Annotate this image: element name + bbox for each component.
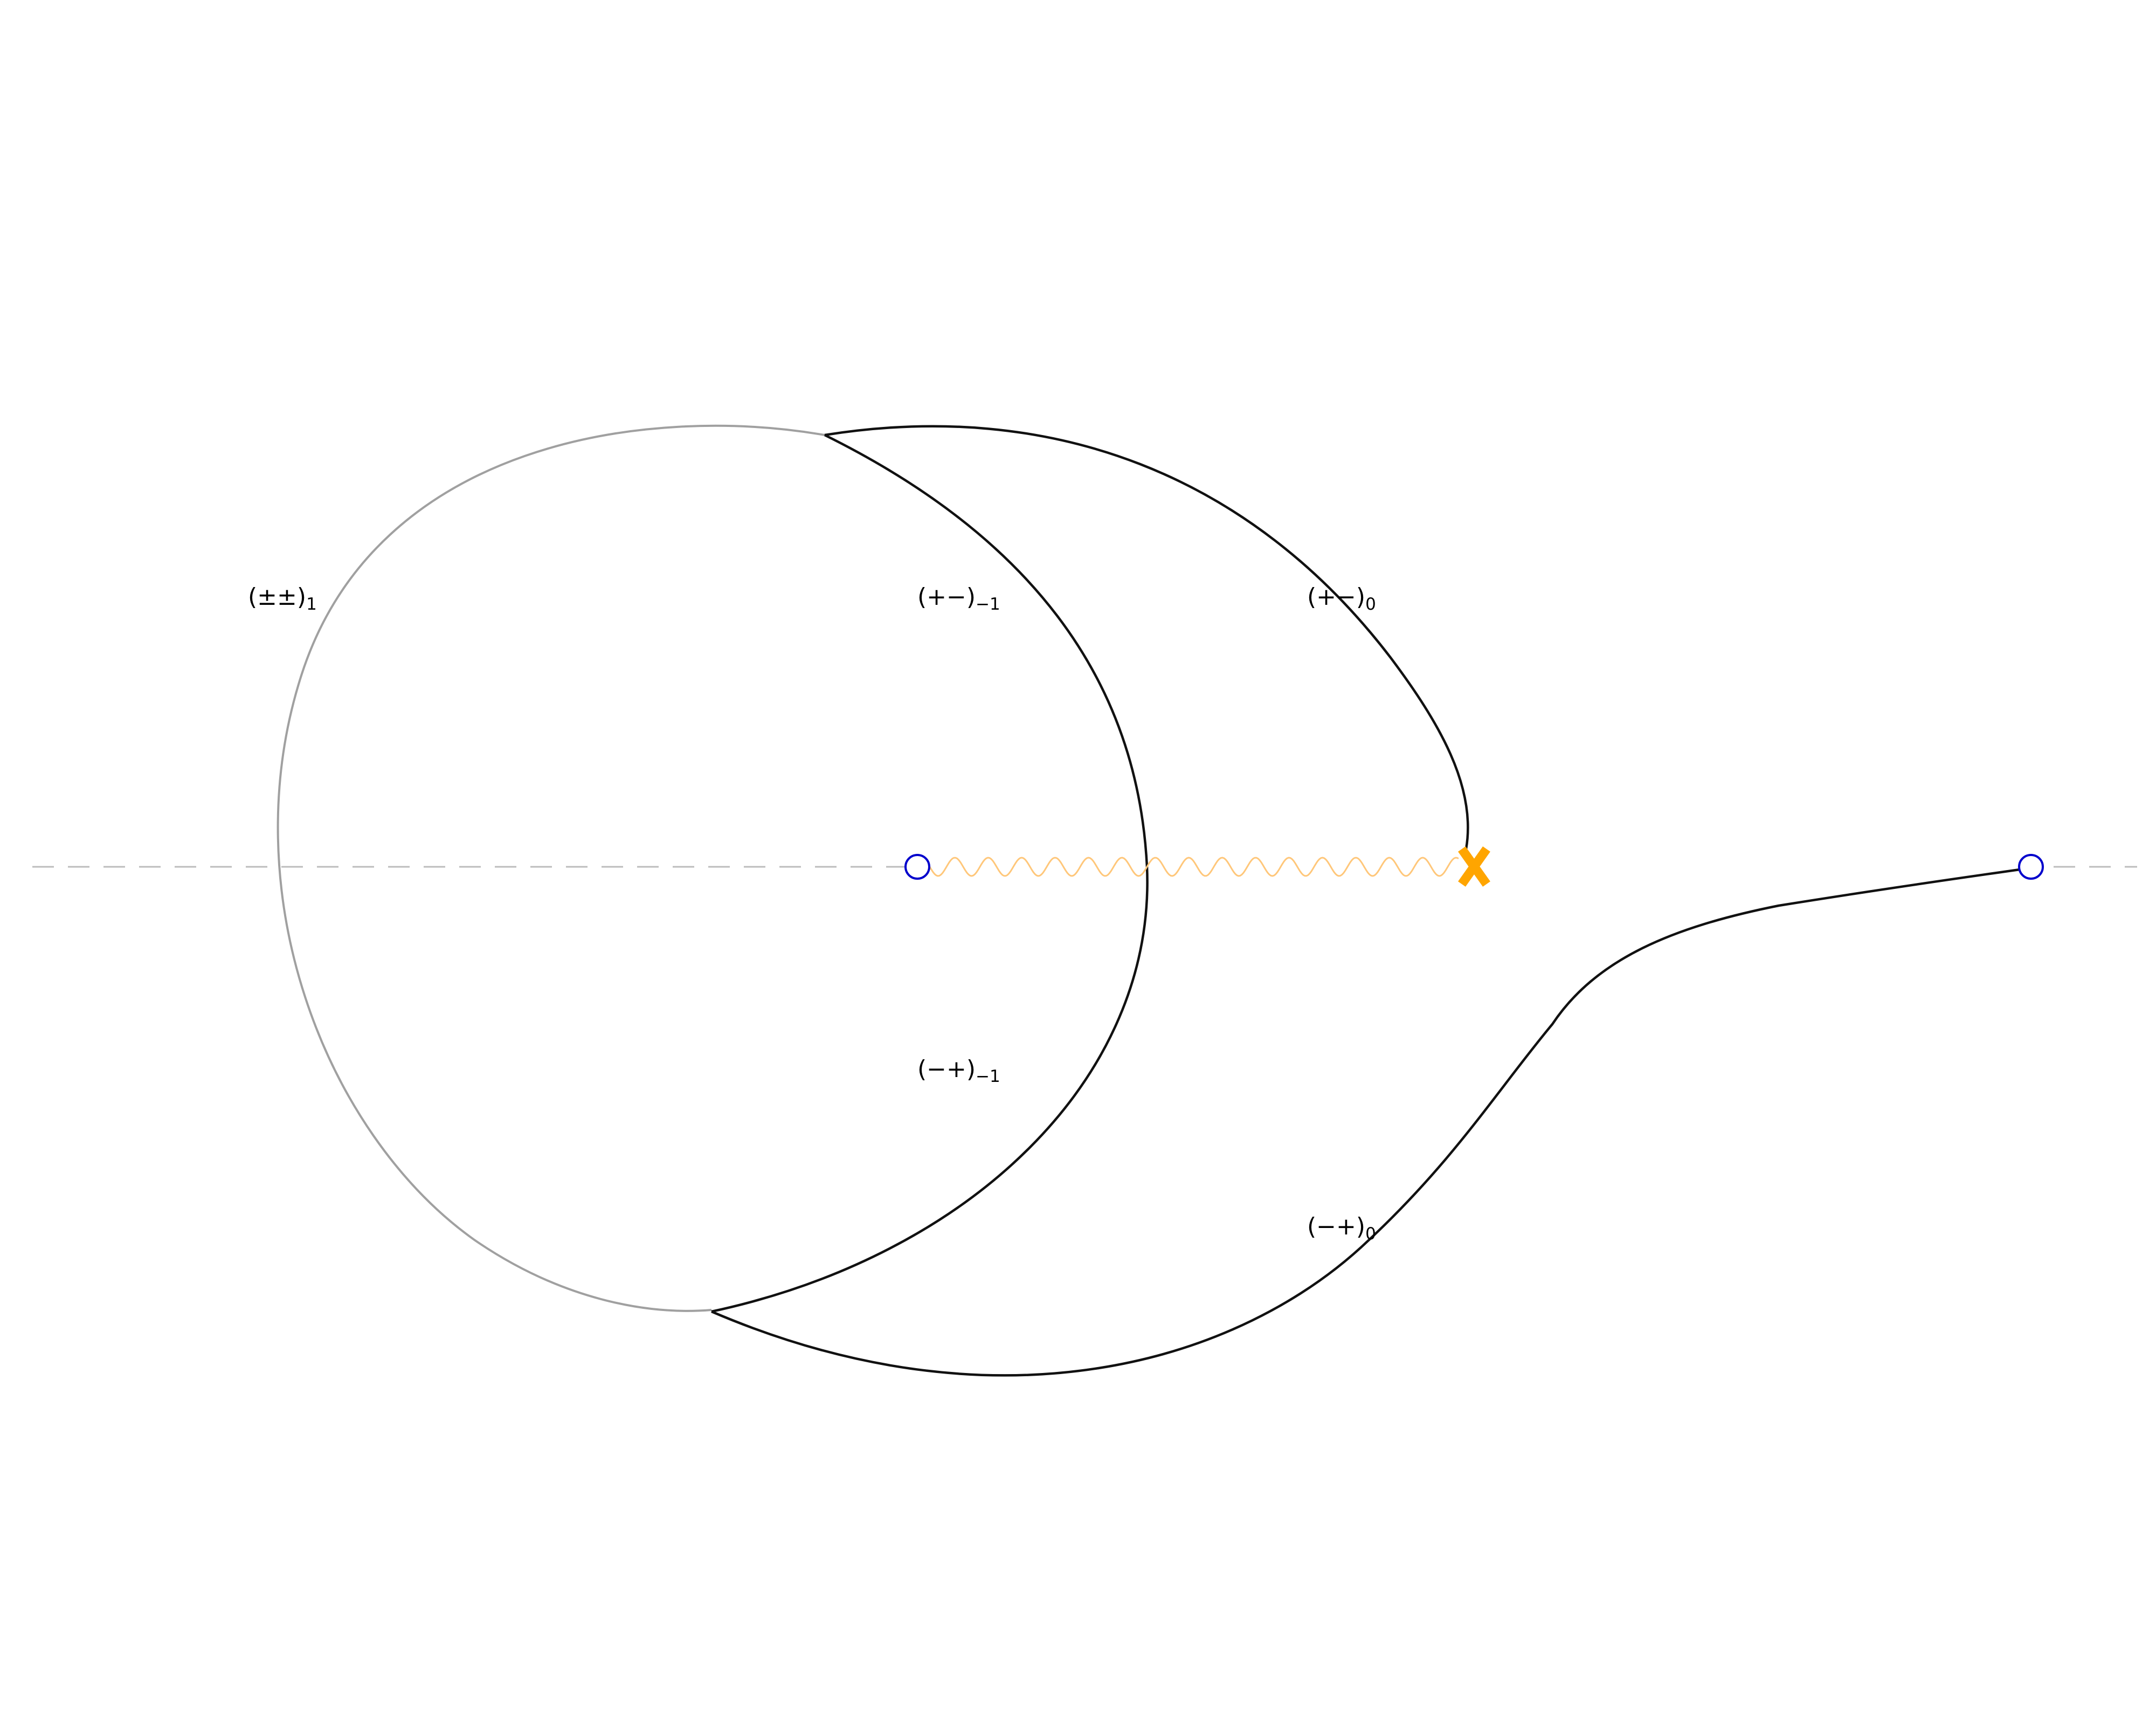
region-label-pm-0: (+−)0: [1307, 583, 1376, 614]
open-circle-icon: [904, 854, 930, 880]
orange-cross-icon: [1458, 846, 1490, 887]
region-label-mp-minus1: (−+)−1: [917, 1055, 1000, 1086]
lower-outer-contour: [711, 866, 2031, 1377]
region-label-pm-pm-1: (±±)1: [248, 583, 317, 614]
inner-contour-arc: [711, 433, 1149, 1313]
region-label-mp-0: (−+)0: [1307, 1213, 1376, 1244]
circle-arc: [277, 424, 825, 1312]
upper-outer-contour: [824, 425, 1469, 850]
branch-cut: [929, 857, 1459, 877]
region-label-pm-minus1: (+−)−1: [917, 583, 1000, 614]
open-circle-icon: [2018, 854, 2044, 880]
